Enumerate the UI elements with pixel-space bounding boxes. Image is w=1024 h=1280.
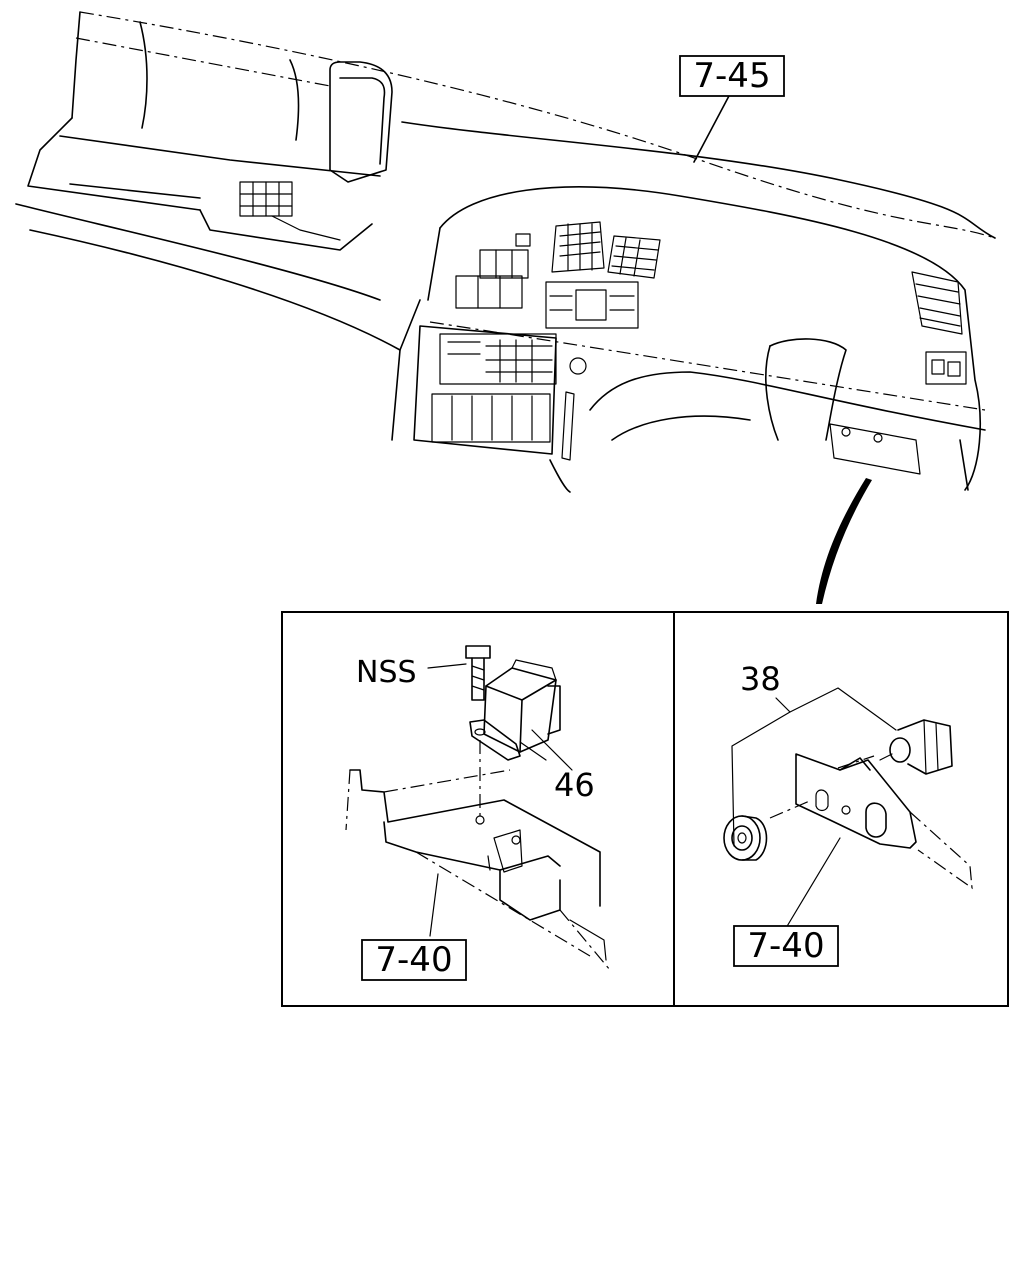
switch-part-number: 38 [740,660,781,698]
relay-location-panel [829,423,921,475]
bolt-label-nss: NSS [356,655,417,690]
right-air-vent [911,271,963,335]
center-air-vents [551,221,661,279]
switch-bracket-plate [769,753,973,890]
relay [469,659,561,761]
switch-detail [723,687,973,929]
detail-frame [281,611,1009,1007]
detail-pointer-arrow [816,478,872,604]
callout-right-7-40: 7-40 [733,925,839,967]
callout-7-45: 7-45 [679,55,785,163]
relay-part-number: 46 [554,766,595,804]
dashboard-illustration [15,11,996,604]
glovebox-switch-cluster [239,181,341,241]
right-bracket-ref-label: 7-40 [747,926,824,966]
mounting-bracket [345,769,611,971]
relay-detail [345,645,611,971]
switch-bezel [723,815,768,861]
center-display-panel [545,281,639,329]
left-bracket-ref-label: 7-40 [375,940,452,980]
right-switch-pair [925,351,967,385]
left-switch-bank [455,233,531,309]
callout-left-7-40: 7-40 [361,939,467,981]
lower-center-console [413,325,587,461]
switch-connector [879,719,953,775]
bolt [427,645,491,701]
dashboard-ref-label: 7-45 [693,56,770,96]
